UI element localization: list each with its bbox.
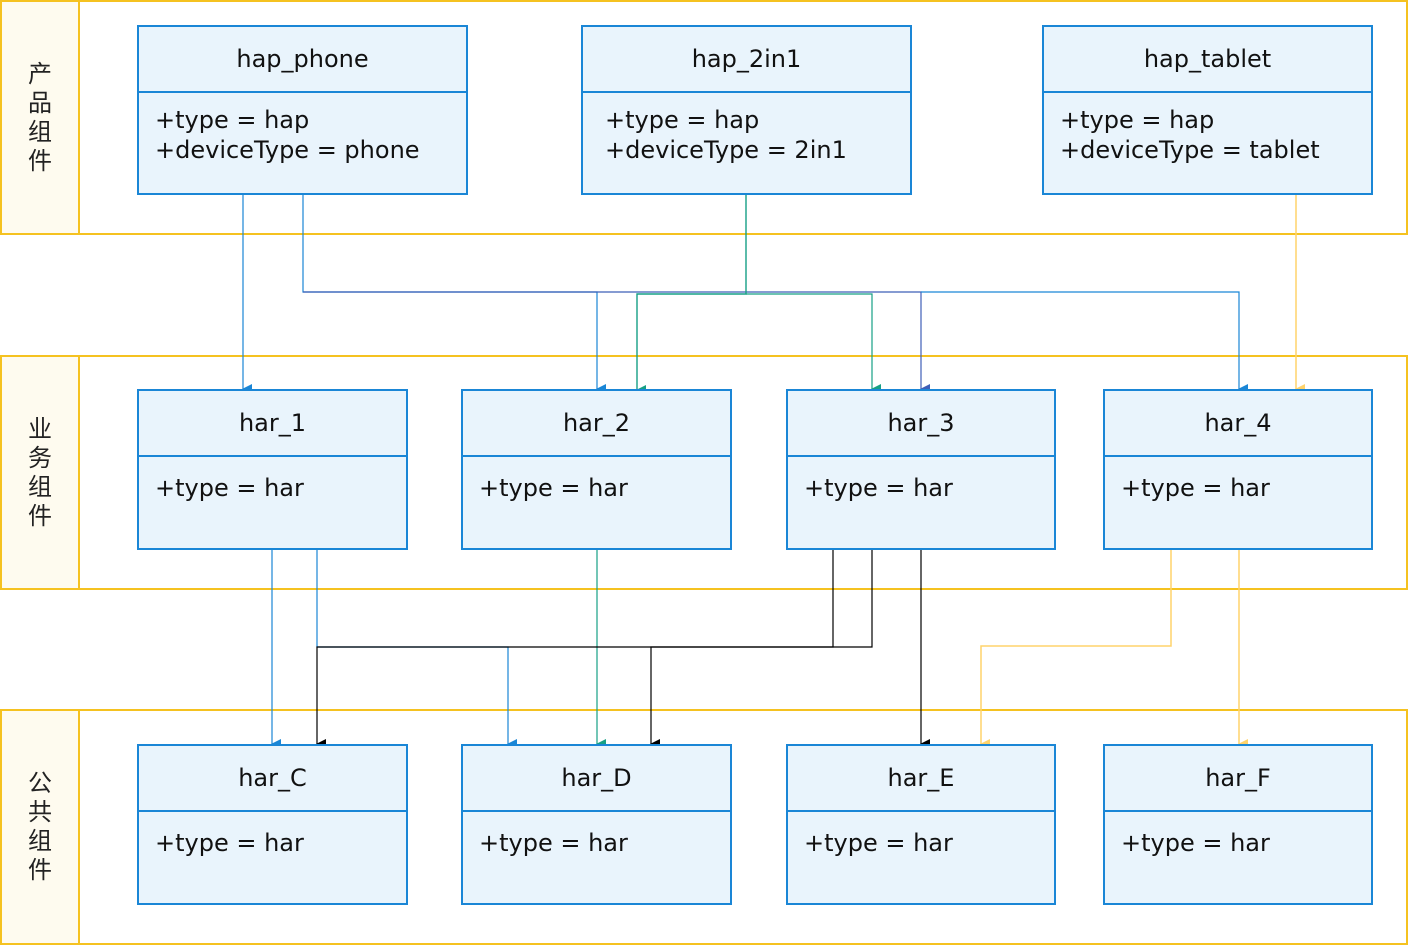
- node-har_4[interactable]: har_4 +type = har: [1103, 389, 1373, 550]
- node-title: har_1: [139, 391, 406, 457]
- node-attribute: +type = har: [479, 829, 628, 857]
- node-attributes: +type = hap +deviceType = tablet: [1060, 105, 1363, 165]
- band-label-product: 产品组件: [2, 2, 80, 233]
- node-attributes: +type = hap +deviceType = phone: [155, 105, 458, 165]
- node-har_D[interactable]: har_D +type = har: [461, 744, 732, 905]
- node-har_F[interactable]: har_F +type = har: [1103, 744, 1373, 905]
- node-attribute: +type = har: [1121, 829, 1270, 857]
- node-har_C[interactable]: har_C +type = har: [137, 744, 408, 905]
- node-hap_2in1[interactable]: hap_2in1 +type = hap +deviceType = 2in1: [581, 25, 912, 195]
- node-attribute: +type = har: [804, 474, 953, 502]
- node-title: har_D: [463, 746, 730, 812]
- node-title: hap_tablet: [1044, 27, 1371, 93]
- band-label-text: 公共组件: [28, 769, 52, 884]
- node-hap_tablet[interactable]: hap_tablet +type = hap +deviceType = tab…: [1042, 25, 1373, 195]
- band-label-common: 公共组件: [2, 711, 80, 943]
- node-attribute: +type = har: [804, 829, 953, 857]
- node-attribute: +type = hap: [1060, 106, 1215, 134]
- node-attribute: +deviceType = 2in1: [605, 136, 847, 164]
- band-label-text: 业务组件: [28, 414, 52, 530]
- node-title: hap_2in1: [583, 27, 910, 93]
- band-label-text: 产品组件: [28, 59, 52, 175]
- node-attributes: +type = har: [479, 828, 722, 858]
- node-title: har_E: [788, 746, 1054, 812]
- node-attributes: +type = hap +deviceType = 2in1: [605, 105, 902, 165]
- node-attributes: +type = har: [155, 473, 398, 503]
- node-attributes: +type = har: [1121, 828, 1363, 858]
- node-title: har_2: [463, 391, 730, 457]
- node-attribute: +type = har: [1121, 474, 1270, 502]
- band-label-business: 业务组件: [2, 357, 80, 588]
- node-har_2[interactable]: har_2 +type = har: [461, 389, 732, 550]
- node-attributes: +type = har: [479, 473, 722, 503]
- node-hap_phone[interactable]: hap_phone +type = hap +deviceType = phon…: [137, 25, 468, 195]
- node-title: hap_phone: [139, 27, 466, 93]
- node-har_E[interactable]: har_E +type = har: [786, 744, 1056, 905]
- node-title: har_C: [139, 746, 406, 812]
- node-attribute: +type = hap: [605, 106, 760, 134]
- node-attribute: +deviceType = phone: [155, 136, 420, 164]
- node-attribute: +type = har: [479, 474, 628, 502]
- node-title: har_4: [1105, 391, 1371, 457]
- node-title: har_3: [788, 391, 1054, 457]
- node-attributes: +type = har: [804, 473, 1046, 503]
- node-attribute: +type = har: [155, 829, 304, 857]
- node-attributes: +type = har: [804, 828, 1046, 858]
- node-attribute: +type = har: [155, 474, 304, 502]
- node-attribute: +type = hap: [155, 106, 310, 134]
- node-har_3[interactable]: har_3 +type = har: [786, 389, 1056, 550]
- node-attribute: +deviceType = tablet: [1060, 136, 1320, 164]
- node-attributes: +type = har: [155, 828, 398, 858]
- node-har_1[interactable]: har_1 +type = har: [137, 389, 408, 550]
- node-title: har_F: [1105, 746, 1371, 812]
- node-attributes: +type = har: [1121, 473, 1363, 503]
